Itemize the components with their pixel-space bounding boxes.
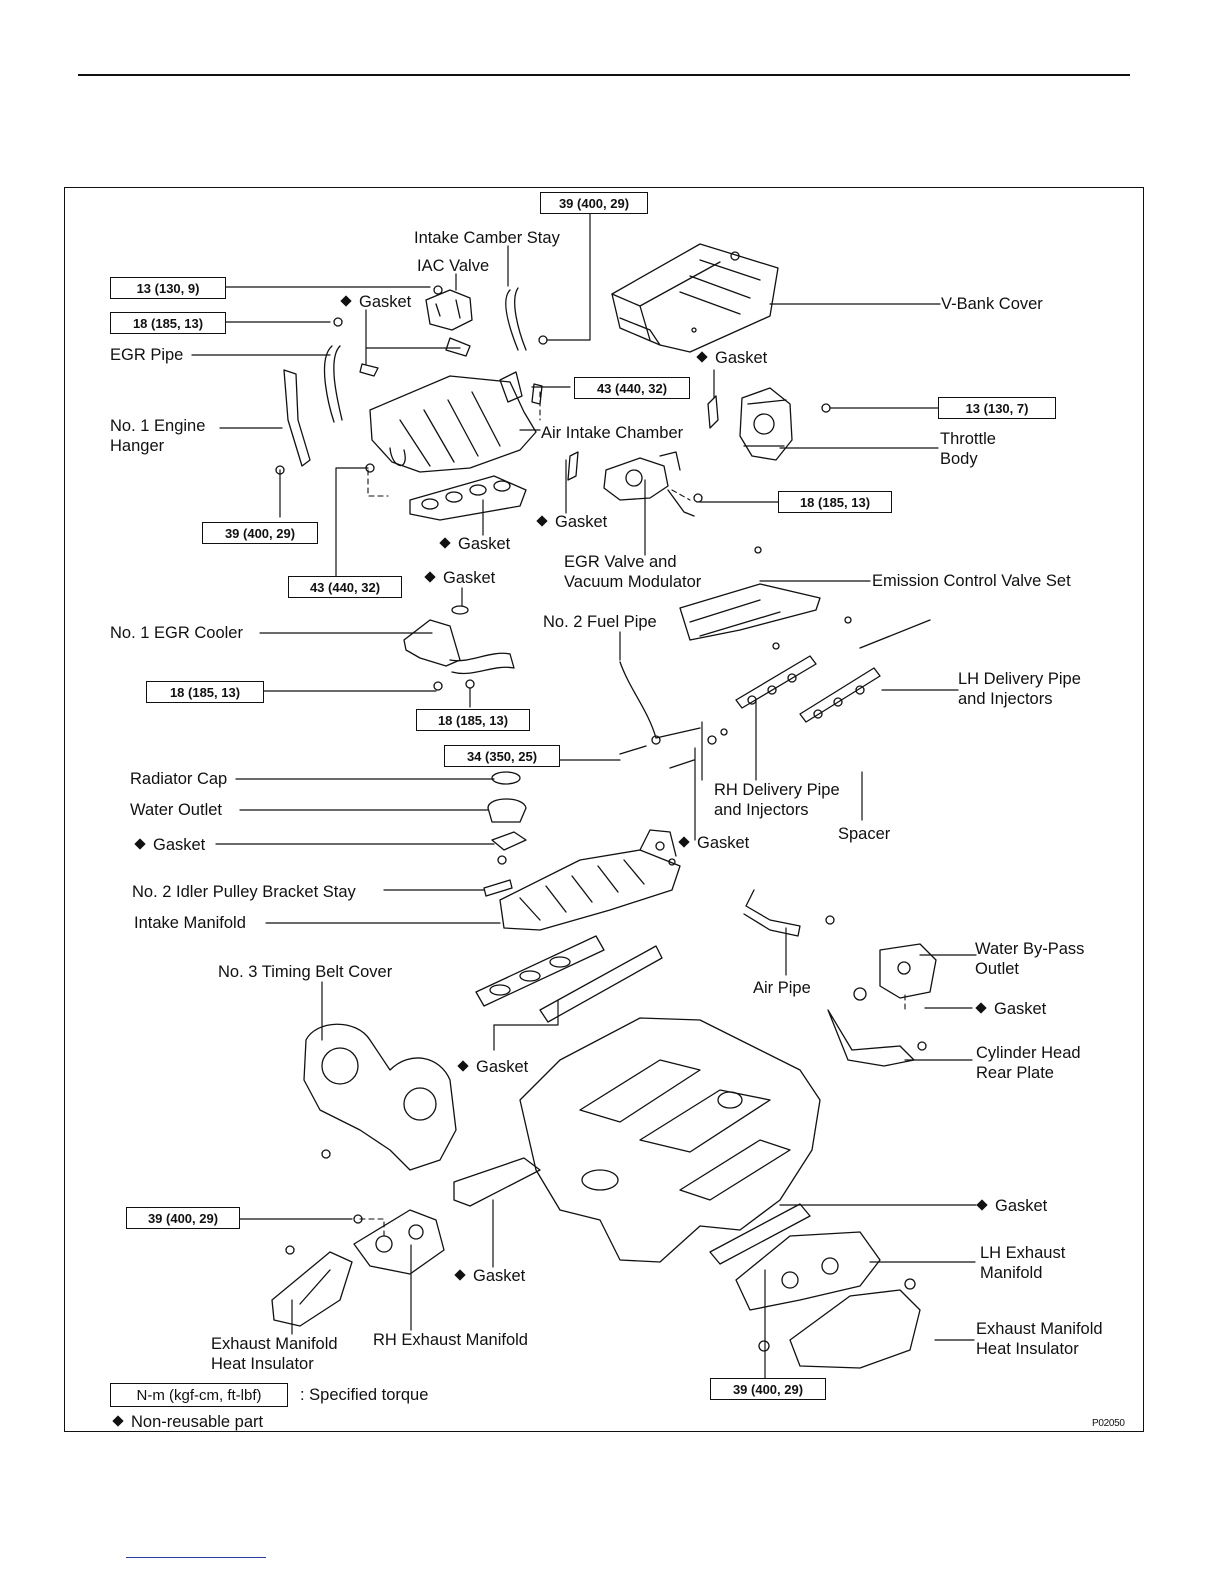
label-throttle-body-line2: Body bbox=[940, 450, 978, 468]
legend-non-reusable: Non-reusable part bbox=[112, 1412, 263, 1432]
rh-exhaust-drawing bbox=[271, 1157, 541, 1327]
label-air-pipe: Air Pipe bbox=[753, 979, 811, 997]
figure-code: P02050 bbox=[1092, 1418, 1125, 1429]
footer-rule bbox=[126, 1557, 266, 1558]
non-reusable-diamond-icon bbox=[340, 295, 352, 307]
lh-exhaust-drawing bbox=[709, 1203, 921, 1369]
engine-hanger-drawing bbox=[275, 369, 311, 475]
label-gasket: Gasket bbox=[696, 348, 767, 368]
label-gasket: Gasket bbox=[424, 568, 495, 588]
label-gasket: Gasket bbox=[439, 534, 510, 554]
label-egr-pipe: EGR Pipe bbox=[110, 346, 184, 364]
manifold-gasket-drawing bbox=[475, 935, 663, 1023]
non-reusable-diamond-icon bbox=[696, 351, 708, 363]
non-reusable-diamond-icon bbox=[424, 571, 436, 583]
label-air-intake-chamber: Air Intake Chamber bbox=[541, 424, 684, 442]
torque-box: 18 (185, 13) bbox=[110, 312, 226, 334]
label-rh-insulator-line2: Heat Insulator bbox=[211, 1355, 314, 1373]
label-v-bank-cover: V-Bank Cover bbox=[941, 295, 1043, 313]
header-rule bbox=[78, 74, 1130, 76]
water-outlet-drawing bbox=[483, 771, 527, 897]
label-gasket: Gasket bbox=[976, 1196, 1047, 1216]
label-throttle-body-line1: Throttle bbox=[940, 430, 996, 448]
label-rh-delivery-line2: and Injectors bbox=[714, 801, 809, 819]
label-iac-valve: IAC Valve bbox=[417, 257, 490, 275]
intake-manifold-drawing bbox=[499, 829, 681, 931]
iac-valve-drawing bbox=[323, 285, 548, 423]
label-lh-exhaust-line1: LH Exhaust bbox=[980, 1244, 1066, 1262]
label-spacer: Spacer bbox=[838, 825, 891, 843]
label-cylinder-head-plate-line1: Cylinder Head bbox=[976, 1044, 1081, 1062]
label-lh-delivery-line1: LH Delivery Pipe bbox=[958, 670, 1081, 688]
label-lh-insulator-line2: Heat Insulator bbox=[976, 1340, 1079, 1358]
label-water-bypass-line1: Water By-Pass bbox=[975, 940, 1085, 958]
non-reusable-diamond-icon bbox=[439, 537, 451, 549]
diagram-frame bbox=[64, 187, 1144, 1432]
engine-block-drawing bbox=[519, 1017, 821, 1263]
label-rh-insulator-line1: Exhaust Manifold bbox=[211, 1335, 338, 1353]
torque-box: 39 (400, 29) bbox=[710, 1378, 826, 1400]
label-gasket: Gasket bbox=[340, 292, 411, 312]
legend-torque-box: N-m (kgf-cm, ft-lbf) bbox=[110, 1383, 288, 1407]
non-reusable-diamond-icon bbox=[536, 515, 548, 527]
torque-box: 13 (130, 9) bbox=[110, 277, 226, 299]
timing-cover-drawing bbox=[303, 1023, 457, 1171]
label-egr-valve-line2: Vacuum Modulator bbox=[564, 573, 702, 591]
torque-box: 43 (440, 32) bbox=[288, 576, 402, 598]
label-water-bypass-line2: Outlet bbox=[975, 960, 1020, 978]
legend-torque-text: : Specified torque bbox=[300, 1386, 429, 1404]
label-engine-hanger-line1: No. 1 Engine bbox=[110, 417, 206, 435]
v-bank-cover-drawing bbox=[611, 243, 779, 353]
label-gasket: Gasket bbox=[457, 1057, 528, 1077]
label-emission-control-valve-set: Emission Control Valve Set bbox=[872, 572, 1071, 590]
label-engine-hanger-line2: Hanger bbox=[110, 437, 165, 455]
torque-box: 43 (440, 32) bbox=[574, 377, 690, 399]
label-lh-insulator-line1: Exhaust Manifold bbox=[976, 1320, 1103, 1338]
label-gasket: Gasket bbox=[536, 512, 607, 532]
label-gasket: Gasket bbox=[134, 835, 205, 855]
label-fuel-pipe: No. 2 Fuel Pipe bbox=[543, 613, 657, 631]
label-rh-exhaust-manifold: RH Exhaust Manifold bbox=[373, 1331, 528, 1349]
label-intake-camber-stay: Intake Camber Stay bbox=[414, 229, 560, 247]
label-cylinder-head-plate-line2: Rear Plate bbox=[976, 1064, 1054, 1082]
label-gasket: Gasket bbox=[975, 999, 1046, 1019]
label-timing-belt-cover: No. 3 Timing Belt Cover bbox=[218, 963, 393, 981]
non-reusable-diamond-icon bbox=[454, 1269, 466, 1281]
torque-box: 34 (350, 25) bbox=[444, 745, 560, 767]
torque-box: 39 (400, 29) bbox=[540, 192, 648, 214]
leader-lines bbox=[191, 212, 977, 1379]
label-radiator-cap: Radiator Cap bbox=[130, 770, 228, 788]
air-intake-chamber-drawing bbox=[365, 371, 543, 473]
non-reusable-diamond-icon bbox=[678, 836, 690, 848]
torque-box: 18 (185, 13) bbox=[416, 709, 530, 731]
label-gasket: Gasket bbox=[678, 833, 749, 853]
label-rh-delivery-line1: RH Delivery Pipe bbox=[714, 781, 840, 799]
label-idler-pulley-bracket-stay: No. 2 Idler Pulley Bracket Stay bbox=[132, 883, 356, 901]
torque-box: 18 (185, 13) bbox=[778, 491, 892, 513]
throttle-body-drawing bbox=[707, 387, 831, 461]
non-reusable-diamond-icon bbox=[976, 1199, 988, 1211]
non-reusable-diamond-icon bbox=[134, 838, 146, 850]
label-lh-delivery-line2: and Injectors bbox=[958, 690, 1053, 708]
torque-box: 39 (400, 29) bbox=[126, 1207, 240, 1229]
non-reusable-diamond-icon bbox=[457, 1060, 469, 1072]
label-intake-manifold: Intake Manifold bbox=[134, 914, 246, 932]
torque-box: 13 (130, 7) bbox=[938, 397, 1056, 419]
label-gasket: Gasket bbox=[454, 1266, 525, 1286]
label-lh-exhaust-line2: Manifold bbox=[980, 1264, 1043, 1282]
label-egr-cooler: No. 1 EGR Cooler bbox=[110, 624, 243, 642]
non-reusable-diamond-icon bbox=[112, 1415, 124, 1427]
label-egr-valve-line1: EGR Valve and bbox=[564, 553, 677, 571]
torque-box: 18 (185, 13) bbox=[146, 681, 264, 703]
egr-valve-drawing bbox=[603, 451, 703, 517]
non-reusable-diamond-icon bbox=[975, 1002, 987, 1014]
label-water-outlet: Water Outlet bbox=[130, 801, 222, 819]
torque-box: 39 (400, 29) bbox=[202, 522, 318, 544]
egr-cooler-drawing bbox=[403, 605, 515, 691]
intake-gasket-drawing bbox=[409, 451, 579, 521]
air-pipe-drawing bbox=[743, 889, 937, 1067]
fuel-delivery-drawing bbox=[619, 546, 931, 769]
